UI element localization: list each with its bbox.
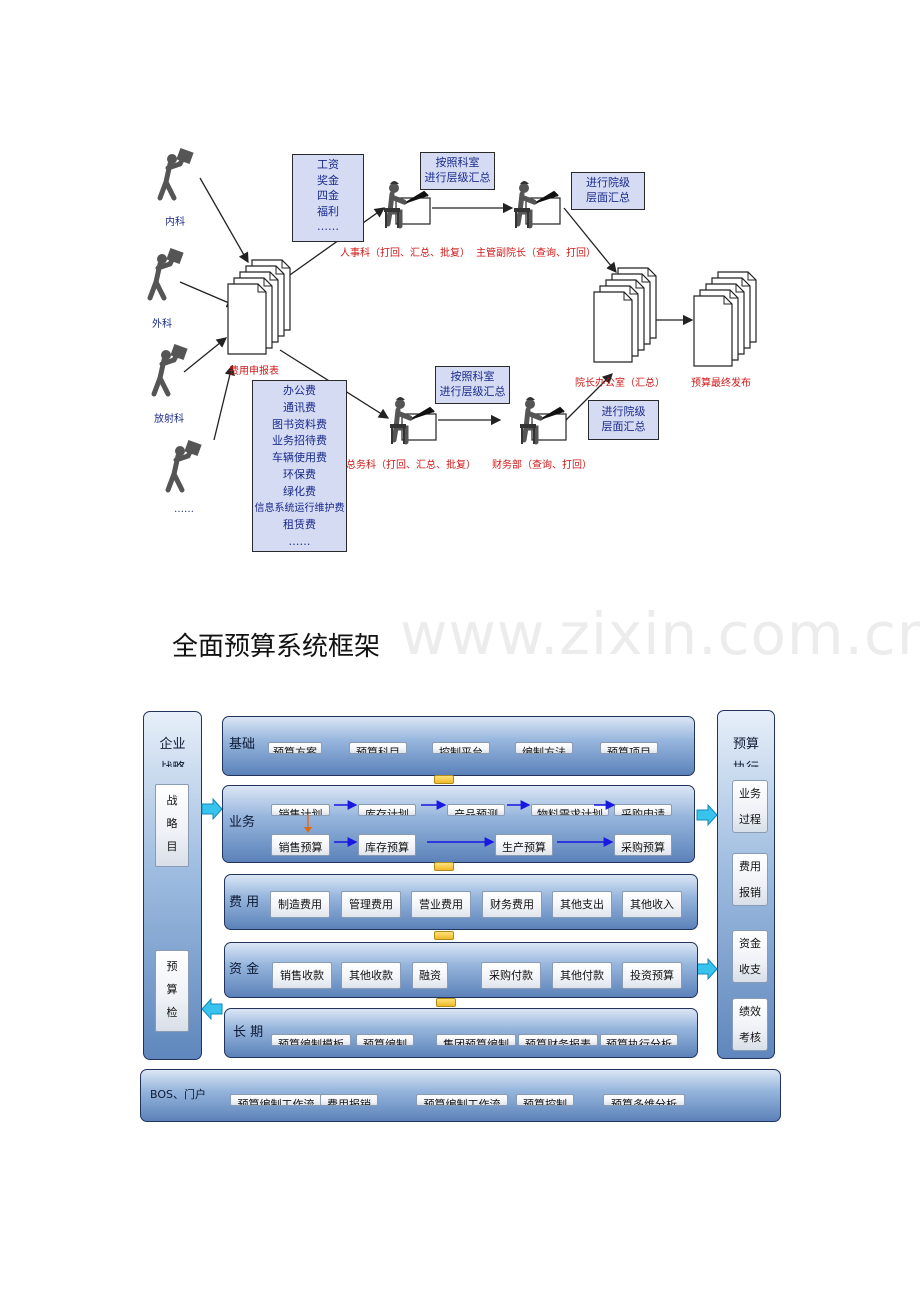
worker-label: 放射科 bbox=[154, 414, 184, 425]
exec-business-chip: 业务 过程 bbox=[732, 780, 768, 833]
worker-icon bbox=[150, 248, 184, 298]
chip: 编制方法 bbox=[515, 742, 573, 754]
chip: 生产预算 bbox=[495, 834, 553, 856]
row-connector bbox=[434, 862, 454, 871]
chip: 费用报销 bbox=[320, 1094, 378, 1106]
chip: 制造费用 bbox=[270, 891, 330, 918]
note-hosp-bottom: 进行院级 层面汇总 bbox=[588, 400, 659, 440]
bottom-item-list: 办公费 通讯费 图书资料费 业务招待费 车辆使用费 环保费 绿化费 信息系统运行… bbox=[252, 380, 347, 552]
arrow-right-icon bbox=[201, 798, 223, 821]
row-longterm-title: 长 期 bbox=[233, 1025, 264, 1040]
chip: 其他支出 bbox=[552, 891, 612, 918]
chip: 其他收入 bbox=[622, 891, 682, 918]
flow-diagram bbox=[0, 0, 757, 600]
chip: 预算编制工作流 bbox=[230, 1094, 322, 1106]
left-panel-title: 企业 战略 bbox=[159, 737, 186, 767]
chip: 预算执行分析 bbox=[600, 1034, 678, 1046]
arrow-right-icon bbox=[696, 958, 718, 981]
expense-form-label: 费用申报表 bbox=[229, 366, 279, 377]
row-connector bbox=[436, 998, 456, 1007]
chip: 产品预测 bbox=[447, 804, 505, 816]
chip: 采购付款 bbox=[481, 962, 541, 989]
row-connector bbox=[434, 931, 454, 940]
president-office-stack bbox=[593, 267, 657, 363]
chip: 预算财务报表 bbox=[518, 1034, 598, 1046]
worker-icon bbox=[168, 440, 202, 490]
worker-label: 内科 bbox=[165, 217, 185, 228]
expense-form-stack bbox=[227, 259, 291, 355]
finance-label: 财务部（查询、打回） bbox=[492, 460, 592, 471]
chip: 库存预算 bbox=[358, 834, 416, 856]
exec-fund-chip: 资金 收支 bbox=[732, 930, 768, 983]
chip: 采购申请 bbox=[614, 804, 672, 816]
chip: 预算控制 bbox=[516, 1094, 574, 1106]
worker-label: …… bbox=[174, 504, 194, 515]
general-label: 总务科（打回、汇总、批复） bbox=[346, 460, 476, 471]
row-fund-title: 资 金 bbox=[229, 962, 260, 977]
chip: 管理费用 bbox=[341, 891, 401, 918]
chip: 其他付款 bbox=[552, 962, 612, 989]
row-business-title: 业务 bbox=[229, 815, 256, 830]
vp-clerk-icon bbox=[514, 181, 560, 228]
note-dept-top: 按照科室 进行层级汇总 bbox=[420, 152, 495, 190]
chip: 销售收款 bbox=[272, 962, 332, 989]
exec-expense-chip: 费用 报销 bbox=[732, 853, 768, 906]
note-dept-bottom: 按照科室 进行层级汇总 bbox=[435, 366, 510, 404]
chip: 预算编制模板 bbox=[271, 1034, 351, 1046]
chip: 库存计划 bbox=[358, 804, 416, 816]
row-bos-title: BOS、门户 bbox=[150, 1088, 206, 1101]
chip: 营业费用 bbox=[411, 891, 471, 918]
chip: 预算方案 bbox=[268, 742, 322, 754]
row-expense-title: 费 用 bbox=[229, 895, 260, 910]
chip: 物料需求计划 bbox=[531, 804, 609, 816]
worker-icon bbox=[160, 148, 194, 198]
exec-performance-chip: 绩效 考核 bbox=[732, 998, 768, 1051]
president-office-label: 院长办公室（汇总） bbox=[575, 378, 665, 389]
finance-clerk-icon bbox=[520, 397, 566, 444]
chip: 预算多维分析 bbox=[603, 1094, 685, 1106]
watermark: www.zixin.com.cn bbox=[400, 600, 920, 668]
note-hosp-top: 进行院级 层面汇总 bbox=[571, 172, 645, 210]
chip: 集团预算编制 bbox=[436, 1034, 516, 1046]
chip: 其他收款 bbox=[341, 962, 401, 989]
chip: 销售计划 bbox=[271, 804, 330, 816]
worker-label: 外科 bbox=[152, 319, 172, 330]
vp-label: 主管副院长（查询、打回） bbox=[476, 248, 596, 259]
hr-label: 人事科（打回、汇总、批复） bbox=[340, 248, 470, 259]
general-clerk-icon bbox=[390, 397, 436, 444]
row-longterm bbox=[224, 1008, 698, 1058]
chip: 销售预算 bbox=[271, 834, 330, 856]
chip: 投资预算 bbox=[622, 962, 682, 989]
chip: 控制平台 bbox=[432, 742, 490, 754]
final-budget-stack bbox=[693, 271, 757, 367]
top-item-list: 工资 奖金 四金 福利 …… bbox=[292, 154, 364, 242]
worker-icon bbox=[154, 344, 188, 394]
final-label: 预算最终发布 bbox=[691, 378, 751, 389]
chip: 采购预算 bbox=[614, 834, 672, 856]
row-connector bbox=[434, 775, 454, 784]
budget-check-chip: 预 算 检 bbox=[155, 950, 189, 1032]
page-heading: 全面预算系统框架 bbox=[172, 632, 381, 662]
right-panel-title: 预算 执行 bbox=[732, 737, 759, 767]
arrow-left-icon bbox=[201, 998, 223, 1021]
arrow-right-icon bbox=[696, 804, 718, 827]
strategy-goal-chip: 战 略 目 bbox=[155, 784, 189, 867]
chip: 预算编制 bbox=[356, 1034, 414, 1046]
chip: 融资 bbox=[412, 962, 448, 989]
chip: 预算编制工作流 bbox=[416, 1094, 508, 1106]
business-flow-arrows bbox=[304, 800, 616, 847]
chip: 预算科目 bbox=[349, 742, 407, 754]
chip: 预算项目 bbox=[600, 742, 658, 754]
chip: 财务费用 bbox=[482, 891, 542, 918]
row-basic-title: 基础 bbox=[229, 737, 256, 752]
